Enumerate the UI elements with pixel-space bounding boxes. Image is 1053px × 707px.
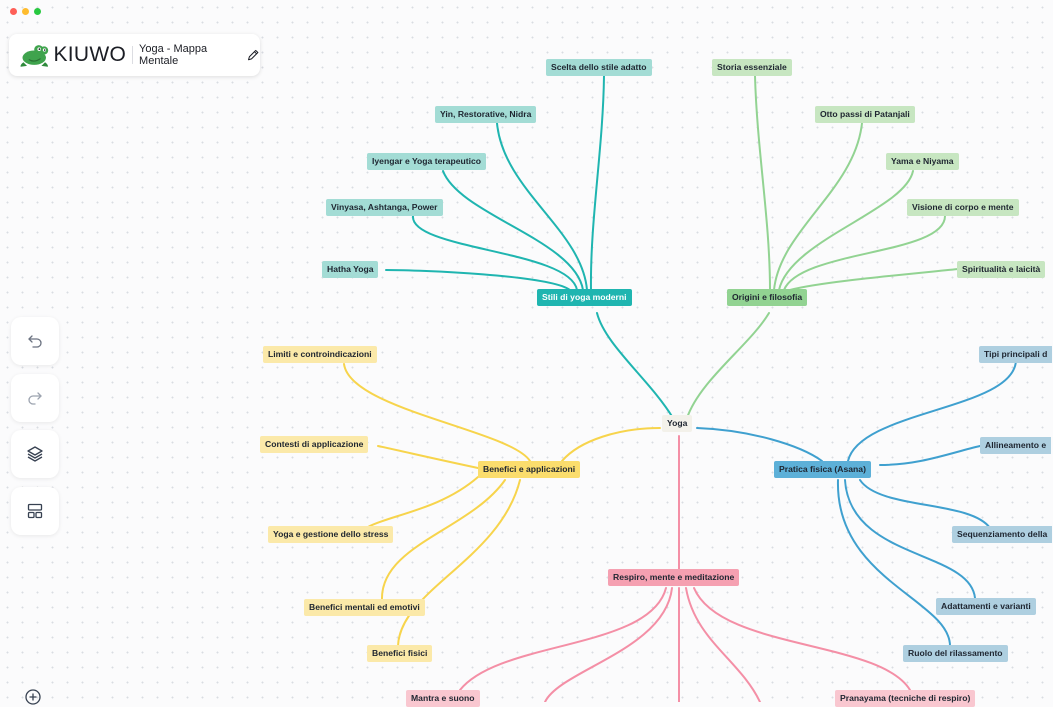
- edge-root-pratica: [696, 427, 823, 462]
- header-divider: [132, 46, 134, 64]
- edge-stili-4: [411, 215, 578, 291]
- edge-respiro-4: [685, 587, 761, 702]
- layers-button[interactable]: [11, 430, 59, 478]
- edge-benefici-5: [397, 479, 521, 647]
- benefici-item-4[interactable]: Benefici mentali ed emotivi: [304, 599, 425, 616]
- benefici-item-3[interactable]: Yoga e gestione dello stress: [268, 526, 394, 543]
- edge-pratica-2: [879, 445, 981, 466]
- edge-pratica-1: [847, 359, 1017, 462]
- edge-stili-5: [385, 269, 571, 291]
- minimize-window-button[interactable]: [22, 8, 29, 15]
- stili-item-4[interactable]: Vinyasa, Ashtanga, Power: [326, 199, 443, 216]
- edge-root-benefici: [561, 427, 661, 462]
- edge-respiro-2: [544, 587, 673, 702]
- stili-item-5[interactable]: Hatha Yoga: [322, 261, 379, 278]
- edge-respiro-1: [459, 587, 667, 691]
- respiro-item-2[interactable]: Pranayama (tecniche di respiro): [835, 690, 976, 707]
- edge-root-origini: [686, 312, 770, 419]
- pratica-item-5[interactable]: Ruolo del rilassamento: [903, 645, 1008, 662]
- edge-benefici-3: [367, 476, 479, 528]
- benefici-item-2[interactable]: Contesti di applicazione: [260, 436, 369, 453]
- edge-respiro-5: [693, 587, 911, 691]
- edge-benefici-1: [343, 363, 531, 462]
- redo-button[interactable]: [11, 374, 59, 422]
- benefici-item-1[interactable]: Limiti e controindicazioni: [263, 346, 377, 363]
- undo-icon: [28, 335, 42, 348]
- pratica-item-2[interactable]: Allineamento e: [980, 437, 1052, 454]
- header-card: KIUWO Yoga - Mappa Mentale: [9, 34, 260, 76]
- respiro-item-1[interactable]: Mantra e suono: [406, 690, 480, 707]
- edge-pratica-4: [844, 479, 976, 599]
- stili-item-2[interactable]: Yin, Restorative, Nidra: [435, 106, 537, 123]
- edge-root-stili: [596, 312, 674, 419]
- edit-pencil-icon[interactable]: [246, 48, 260, 63]
- brand-name: KIUWO: [53, 43, 127, 66]
- branch-respiro[interactable]: Respiro, mente e meditazione: [608, 569, 740, 586]
- close-window-button[interactable]: [10, 8, 17, 15]
- stili-item-3[interactable]: Iyengar e Yoga terapeutico: [367, 153, 487, 170]
- edge-origini-1: [754, 75, 771, 291]
- edge-benefici-4: [380, 479, 506, 601]
- layers-icon: [27, 446, 43, 462]
- root-node[interactable]: Yoga: [662, 415, 693, 432]
- edge-benefici-2: [377, 445, 479, 469]
- edge-stili-3: [442, 170, 584, 291]
- origini-item-4[interactable]: Visione di corpo e mente: [907, 199, 1019, 216]
- edge-pratica-5: [836, 479, 951, 647]
- origini-item-1[interactable]: Storia essenziale: [712, 59, 792, 76]
- redo-icon: [28, 392, 42, 405]
- edge-pratica-3: [859, 479, 991, 529]
- branch-pratica[interactable]: Pratica fisica (Asana): [774, 461, 871, 478]
- pratica-item-3[interactable]: Sequenziamento della: [952, 526, 1053, 543]
- frog-logo-icon: [20, 45, 49, 67]
- origini-item-3[interactable]: Yama e Niyama: [886, 153, 959, 170]
- edge-stili-1: [589, 75, 605, 291]
- stili-item-1[interactable]: Scelta dello stile adatto: [546, 59, 652, 76]
- edge-origini-4: [783, 215, 946, 291]
- edge-origini-5: [789, 268, 959, 291]
- branch-origini[interactable]: Origini e filosofia: [727, 289, 808, 306]
- branch-benefici[interactable]: Benefici e applicazioni: [478, 461, 581, 478]
- edge-origini-3: [778, 170, 914, 291]
- pratica-item-1[interactable]: Tipi principali d: [979, 346, 1053, 363]
- branch-stili[interactable]: Stili di yoga moderni: [537, 289, 632, 306]
- document-title[interactable]: Yoga - Mappa Mentale: [139, 43, 208, 67]
- maximize-window-button[interactable]: [34, 8, 41, 15]
- window-controls: [10, 8, 41, 15]
- origini-item-5[interactable]: Spiritualità e laicità: [957, 261, 1046, 278]
- layout-icon: [27, 503, 43, 519]
- pratica-item-4[interactable]: Adattamenti e varianti: [936, 598, 1036, 615]
- edge-stili-2: [496, 122, 588, 291]
- edge-origini-2: [773, 122, 863, 291]
- layout-button[interactable]: [11, 487, 59, 535]
- benefici-item-5[interactable]: Benefici fisici: [367, 645, 433, 662]
- undo-button[interactable]: [11, 317, 59, 365]
- origini-item-2[interactable]: Otto passi di Patanjali: [815, 106, 915, 123]
